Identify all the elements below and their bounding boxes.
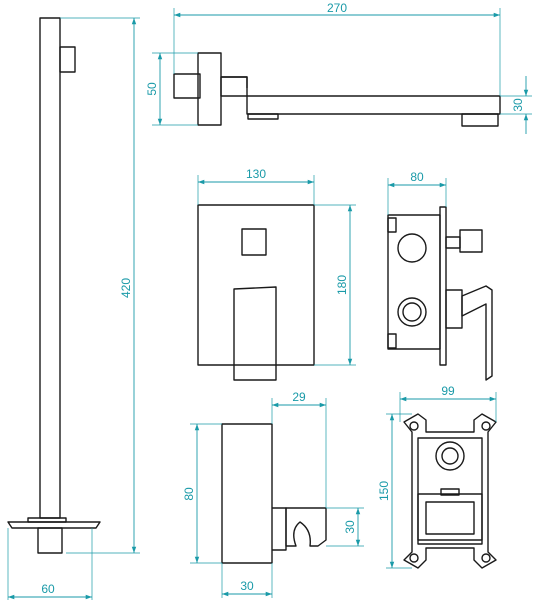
- dim-label-arm-height: 30: [511, 98, 525, 112]
- box-frame: [403, 413, 497, 569]
- dim-arm-height: 30: [500, 76, 532, 134]
- arm-neck: [220, 76, 248, 97]
- column-base-ring: [27, 517, 67, 523]
- shower-column: [7, 17, 101, 554]
- dim-arm-flange-height: 50: [145, 52, 198, 126]
- shower-holder: [221, 423, 327, 564]
- diverter-knob: [241, 228, 267, 256]
- dim-label-plate-height: 180: [335, 275, 349, 295]
- dim-plate-width: 130: [197, 167, 315, 205]
- box-valve-outer: [435, 441, 465, 471]
- dim-label-holder-height: 80: [182, 487, 196, 501]
- concealed-box: [403, 413, 497, 569]
- mixer-cover-plate: [197, 204, 315, 366]
- dim-box-width: 99: [399, 384, 497, 422]
- dim-column-height: 420: [60, 17, 140, 554]
- dim-holder-hook-height: 30: [326, 507, 364, 547]
- dim-box-height: 150: [377, 413, 412, 569]
- mixer-port-upper: [397, 233, 427, 263]
- box-cartridge-tab: [440, 488, 460, 496]
- arm-wall-flange: [197, 52, 222, 126]
- arm-underside-lip: [247, 113, 279, 120]
- diverter-knob-side: [459, 229, 483, 253]
- box-inner-frame: [417, 437, 483, 545]
- mixer-side-plate: [439, 206, 447, 366]
- box-valve-inner: [441, 447, 459, 465]
- dim-plate-height: 180: [314, 204, 356, 366]
- column-top-connector: [59, 46, 76, 73]
- box-mount-hole-tr: [481, 421, 491, 431]
- mixer-lever: [233, 286, 277, 381]
- dim-label-column-height: 420: [119, 278, 133, 298]
- mixer-port-lower: [397, 297, 427, 327]
- dim-label-mixer-depth: 80: [410, 170, 424, 184]
- holder-neck: [272, 507, 287, 551]
- mixer-bracket-bottom: [387, 333, 397, 349]
- mixer-bracket-top: [387, 217, 397, 233]
- arm-spray-nozzle: [461, 113, 499, 127]
- mixer-front-view: [197, 204, 315, 381]
- dim-holder-height: 80: [182, 423, 222, 564]
- mixer-side-view: [387, 206, 493, 381]
- dim-mixer-depth: 80: [387, 170, 447, 215]
- dim-label-plate-width: 130: [246, 167, 266, 181]
- mixer-port-lower-inner: [402, 302, 422, 322]
- box-cartridge-window: [425, 501, 475, 535]
- dim-label-arm-flange-height: 50: [145, 82, 159, 96]
- column-base-plate: [7, 521, 101, 529]
- dim-label-box-height: 150: [377, 481, 391, 501]
- dim-label-arm-length: 270: [327, 1, 347, 15]
- dim-label-holder-width: 30: [240, 579, 254, 593]
- column-pipe: [39, 17, 61, 519]
- dim-arm-length: 270: [173, 1, 501, 96]
- shower-arm: [173, 52, 501, 127]
- dim-holder-depth: 29: [271, 390, 327, 508]
- box-mount-hole-bl: [409, 553, 419, 563]
- lever-base-side: [445, 289, 463, 329]
- diverter-stem: [445, 236, 461, 249]
- box-mount-hole-tl: [409, 421, 419, 431]
- dim-label-holder-depth: 29: [292, 390, 306, 404]
- box-mount-hole-br: [481, 553, 491, 563]
- dim-holder-width: 30: [221, 563, 273, 598]
- dim-label-column-base-width: 60: [41, 582, 55, 596]
- holder-hook: [285, 507, 327, 547]
- mixer-lever-side: [461, 285, 493, 381]
- dim-column-base-width: 60: [7, 528, 93, 600]
- box-cartridge-housing: [417, 493, 483, 541]
- arm-connector: [173, 73, 201, 99]
- column-bottom-connector: [37, 527, 63, 554]
- dim-label-holder-hook-height: 30: [343, 520, 357, 534]
- holder-body: [221, 423, 273, 564]
- mixer-body-side: [387, 214, 441, 350]
- dim-label-box-width: 99: [441, 384, 455, 398]
- arm-body: [221, 76, 501, 115]
